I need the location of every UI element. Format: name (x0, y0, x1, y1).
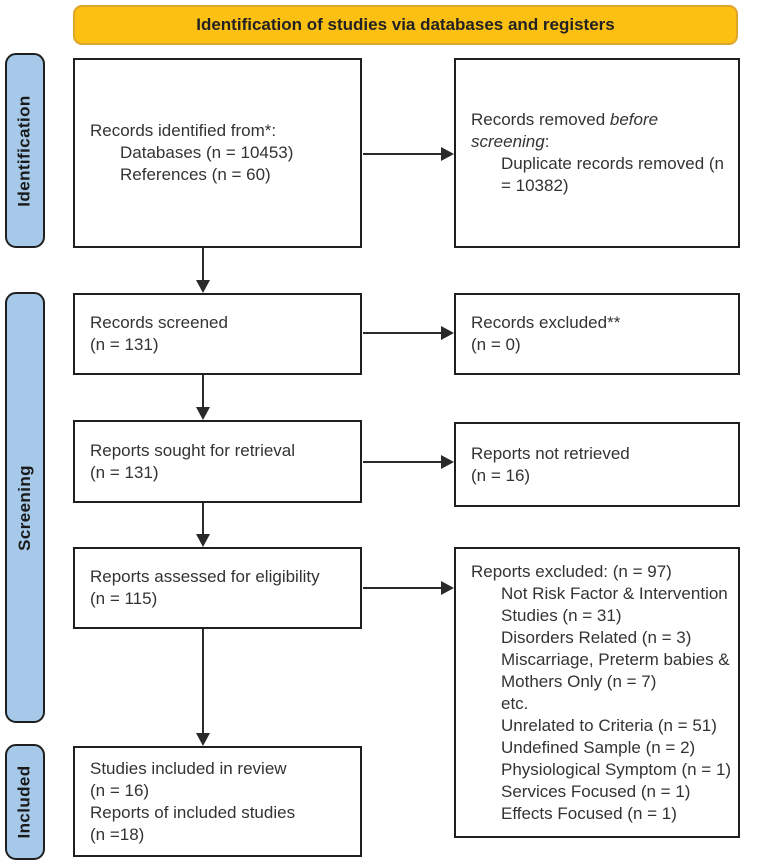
arrow-line (202, 248, 204, 282)
arrow-line (363, 153, 443, 155)
box-line: Reports not retrieved (471, 443, 630, 463)
box-line: Miscarriage, Preterm babies & (501, 649, 730, 669)
arrow-head (441, 147, 454, 161)
arrow-right-screened-to-excluded (363, 326, 454, 340)
arrow-line (202, 503, 204, 536)
arrow-down-sought-to-assessed (196, 503, 210, 547)
box-line: Records excluded** (471, 313, 621, 332)
box-reports-sought: Reports sought for retrieval (n = 131) (73, 420, 362, 503)
arrow-right-sought-to-not-retrieved (363, 455, 454, 469)
arrow-line (363, 587, 443, 589)
box-line-italic: screening (471, 132, 545, 151)
box-line: etc. (501, 693, 529, 713)
box-records-identified: Records identified from*: Databases (n =… (73, 58, 362, 248)
arrow-head (196, 733, 210, 746)
stage-bar-included: Included (5, 744, 45, 860)
box-line: Databases (n = 10453) (120, 143, 294, 162)
stage-label-included: Included (15, 765, 34, 839)
box-line: Records screened (90, 313, 228, 332)
box-line: screening: (471, 131, 734, 153)
arrow-line (363, 332, 443, 334)
arrow-down-assessed-to-included (196, 629, 210, 746)
box-line: Not Risk Factor & Intervention (501, 583, 728, 603)
box-line: (n = 0) (471, 335, 521, 354)
box-line: (n = 131) (90, 335, 159, 354)
arrow-right-identified-to-removed (363, 147, 454, 161)
box-reports-excluded: Reports excluded: (n = 97) Not Risk Fact… (454, 547, 740, 838)
box-reports-not-retrieved: Reports not retrieved (n = 16) (454, 422, 740, 507)
box-line: References (n = 60) (120, 165, 271, 184)
stage-bar-screening: Screening (5, 292, 45, 723)
box-line: (n = 115) (90, 589, 158, 608)
box-line-italic: before (609, 110, 659, 129)
box-line: Undefined Sample (n = 2) (501, 737, 696, 757)
box-line: Services Focused (n = 1) (501, 781, 691, 801)
box-studies-included: Studies included in review (n = 16) Repo… (73, 746, 362, 857)
box-line: (n =18) (90, 824, 145, 844)
box-line: Duplicate records removed (n (501, 154, 724, 173)
arrow-head (441, 326, 454, 340)
arrow-line (363, 461, 443, 463)
box-line: Studies included in review (90, 758, 287, 778)
box-line-text: : (544, 132, 550, 151)
box-line: (n = 16) (471, 465, 531, 485)
box-records-screened: Records screened (n = 131) (73, 293, 362, 375)
box-records-excluded: Records excluded** (n = 0) (454, 293, 740, 375)
box-line: Records identified from*: (90, 121, 277, 140)
arrow-line (202, 629, 204, 735)
arrow-down-screened-to-sought (196, 375, 210, 420)
arrow-right-assessed-to-excluded (363, 581, 454, 595)
box-line: Physiological Symptom (n = 1) (501, 759, 732, 779)
stage-label-screening: Screening (15, 464, 35, 551)
box-line: Mothers Only (n = 7) (501, 671, 657, 691)
arrow-head (196, 280, 210, 293)
box-line: Effects Focused (n = 1) (501, 803, 677, 823)
box-line: Reports excluded: (n = 97) (471, 561, 672, 581)
arrow-down-identified-to-screened (196, 248, 210, 293)
banner-title: Identification of studies via databases … (73, 5, 738, 45)
box-line: Records removed before (471, 109, 734, 131)
box-line: Reports of included studies (90, 802, 296, 822)
box-line: Studies (n = 31) (501, 605, 622, 625)
box-line: (n = 131) (90, 462, 159, 482)
arrow-head (441, 455, 454, 469)
arrow-head (196, 534, 210, 547)
box-line: Unrelated to Criteria (n = 51) (501, 715, 717, 735)
stage-bar-identification: Identification (5, 53, 45, 248)
box-records-removed: Records removed before screening: Duplic… (454, 58, 740, 248)
box-line: (n = 16) (90, 780, 150, 800)
stage-label-identification: Identification (15, 94, 35, 207)
arrow-head (196, 407, 210, 420)
box-reports-assessed: Reports assessed for eligibility (n = 11… (73, 547, 362, 629)
arrow-head (441, 581, 454, 595)
arrow-line (202, 375, 204, 409)
box-line: Disorders Related (n = 3) (501, 627, 692, 647)
box-line-text: Records removed (471, 110, 610, 129)
box-line: Reports assessed for eligibility (90, 567, 320, 586)
box-line: Reports sought for retrieval (90, 440, 296, 460)
box-line: = 10382) (501, 176, 569, 195)
